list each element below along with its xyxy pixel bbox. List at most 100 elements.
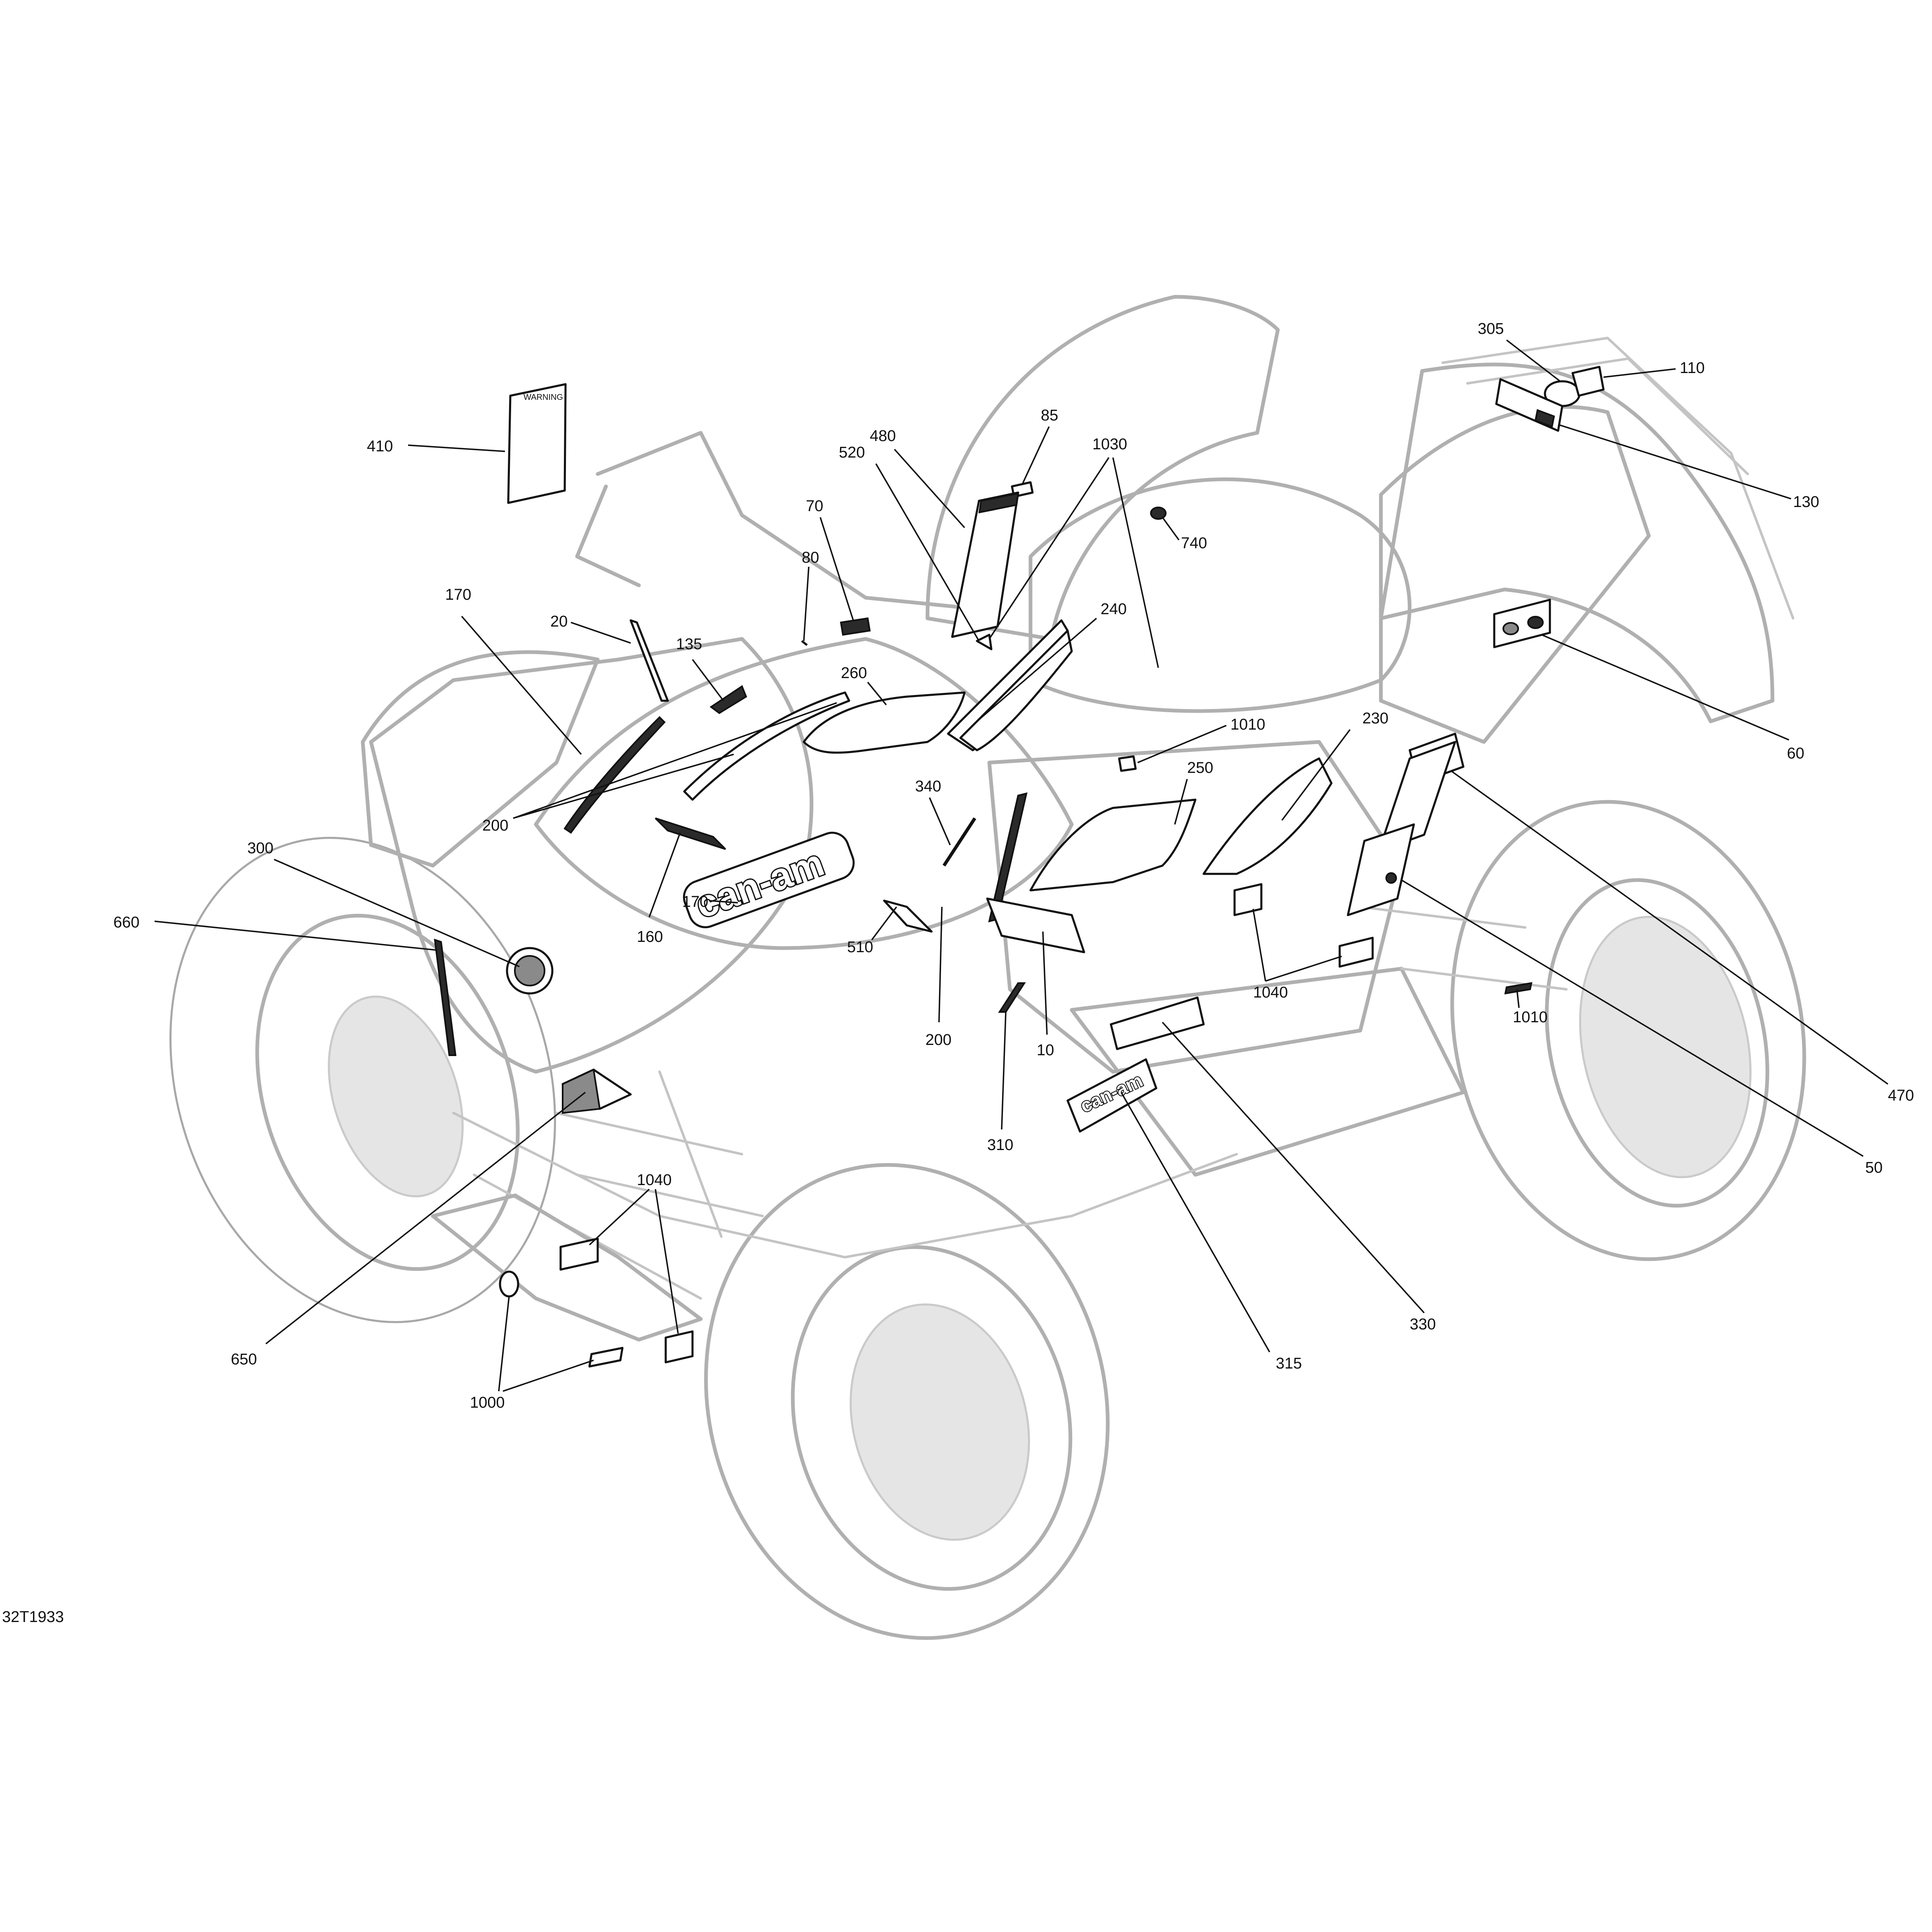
leader-480 xyxy=(894,448,965,528)
decal-1000-a xyxy=(499,1270,519,1298)
leader-135 xyxy=(692,659,724,702)
leader-lines xyxy=(154,339,1889,1392)
callout-330: 330 xyxy=(1410,1316,1436,1333)
front-suspension xyxy=(555,1070,764,1238)
callout-410: 410 xyxy=(367,438,393,455)
leader-330 xyxy=(1162,1021,1425,1314)
decal-480 xyxy=(951,491,1019,638)
decal-1040-front-a xyxy=(559,1237,599,1271)
leader-200a-2 xyxy=(513,702,837,819)
leader-160 xyxy=(648,832,681,918)
rear-rack xyxy=(1441,337,1794,620)
leader-20 xyxy=(570,622,631,644)
callout-135: 135 xyxy=(676,636,702,653)
figure-code: 32T1933 xyxy=(2,1608,64,1626)
can-am-logo-text: can-am xyxy=(690,841,829,926)
leader-340 xyxy=(929,797,951,845)
leader-305 xyxy=(1506,339,1561,382)
callout-510: 510 xyxy=(847,939,873,956)
decal-740 xyxy=(1150,507,1167,520)
callout-170a: 170 xyxy=(445,586,471,603)
callout-740: 740 xyxy=(1181,535,1207,552)
callout-1000: 1000 xyxy=(470,1394,505,1411)
callout-160: 160 xyxy=(637,928,663,946)
callout-20: 20 xyxy=(550,613,568,630)
decal-470-body xyxy=(1378,741,1456,852)
callout-110: 110 xyxy=(1680,359,1705,377)
callout-10: 10 xyxy=(1037,1042,1054,1059)
leader-50 xyxy=(1401,879,1864,1157)
decal-510 xyxy=(883,899,933,933)
leader-200b xyxy=(938,906,943,1023)
rear-right-rim xyxy=(1579,916,1752,1178)
decal-60-icon-b xyxy=(1527,616,1544,629)
callout-660: 660 xyxy=(113,914,139,931)
leader-1000-b xyxy=(502,1359,594,1392)
decal-520 xyxy=(976,634,993,650)
leader-170a xyxy=(461,615,582,755)
front-fender-left xyxy=(361,650,600,868)
callout-1040a: 1040 xyxy=(1253,984,1288,1001)
decal-130-mark xyxy=(1534,409,1555,428)
decal-340 xyxy=(942,817,977,867)
leader-510 xyxy=(871,906,897,941)
callout-130: 130 xyxy=(1793,493,1819,511)
leader-1040a-1 xyxy=(1252,908,1266,981)
leader-85 xyxy=(1021,426,1050,485)
callout-520: 520 xyxy=(839,444,865,461)
decal-250 xyxy=(1029,798,1197,892)
decal-315 xyxy=(1066,1058,1157,1133)
callout-85: 85 xyxy=(1041,407,1058,424)
decal-300-emblem-inner xyxy=(514,955,545,986)
leader-80 xyxy=(803,566,810,641)
callout-470: 470 xyxy=(1888,1087,1914,1104)
warning-card-text: WARNING xyxy=(523,393,563,402)
decal-260 xyxy=(803,691,966,754)
side-panel xyxy=(987,740,1404,1074)
leader-470 xyxy=(1450,770,1889,1085)
fuel-tank xyxy=(1028,477,1412,713)
callout-200b: 200 xyxy=(925,1031,951,1049)
decal-10 xyxy=(986,897,1085,953)
warning-card-decal xyxy=(507,383,567,504)
leader-1000-a xyxy=(498,1296,510,1392)
leader-110 xyxy=(1603,368,1676,378)
decal-1040-right-b xyxy=(1338,937,1374,968)
leader-60 xyxy=(1541,634,1789,741)
callout-650: 650 xyxy=(231,1351,257,1368)
leader-300 xyxy=(274,859,520,967)
decal-70 xyxy=(840,617,871,636)
atv-body-outline xyxy=(169,295,1806,1640)
decal-60 xyxy=(1493,599,1551,648)
callout-170b: 170 xyxy=(682,893,708,911)
decal-170-strip xyxy=(563,716,666,834)
decal-660 xyxy=(434,939,457,1056)
callout-1040b: 1040 xyxy=(637,1171,672,1189)
callout-315: 315 xyxy=(1276,1355,1302,1372)
callout-70: 70 xyxy=(806,498,823,515)
decal-50 xyxy=(1347,823,1415,916)
leader-1010b xyxy=(1516,989,1520,1008)
decal-80 xyxy=(801,640,808,646)
rear-suspension xyxy=(1359,906,1568,991)
leader-1010a xyxy=(1137,725,1227,763)
callout-260: 260 xyxy=(841,664,867,682)
callout-1010b: 1010 xyxy=(1513,1009,1548,1026)
callout-1010a: 1010 xyxy=(1230,716,1265,733)
windshield xyxy=(925,295,1280,641)
rear-fender xyxy=(1379,362,1775,723)
leader-660 xyxy=(154,920,437,951)
front-bumper xyxy=(431,1193,703,1342)
leader-1030-b xyxy=(1112,457,1159,668)
callout-305: 305 xyxy=(1478,320,1504,338)
handlebar xyxy=(575,431,991,612)
callout-1030: 1030 xyxy=(1092,436,1127,453)
decal-20 xyxy=(629,619,669,702)
callout-300: 300 xyxy=(247,840,273,857)
leader-1040a-2 xyxy=(1265,955,1342,982)
decal-1000-b xyxy=(588,1347,624,1368)
decal-135 xyxy=(709,685,747,714)
logo-backing xyxy=(683,831,855,928)
leader-200a-1 xyxy=(513,754,734,819)
hood xyxy=(534,637,1074,950)
